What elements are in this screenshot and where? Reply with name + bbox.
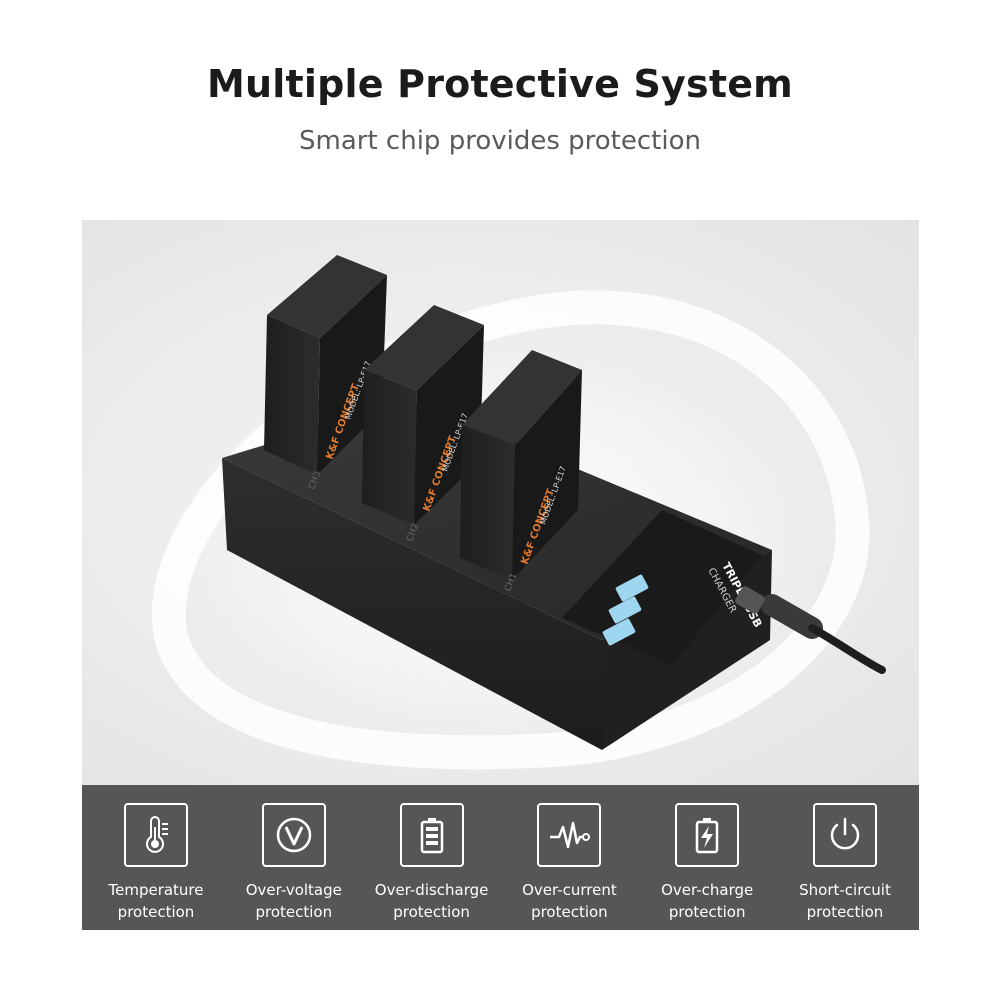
feature-over-charge: Over-charge protection — [639, 785, 775, 930]
feature-label: Over-discharge protection — [374, 881, 489, 921]
current-wave-icon — [537, 803, 602, 867]
thermometer-icon — [124, 803, 188, 867]
feature-short-circuit: Short-circuit protection — [777, 785, 913, 930]
product-photo: TRIPLE USB CHARGER K&F CONCEPT MODEL: LP… — [82, 220, 919, 785]
feature-temperature: Temperature protection — [88, 785, 224, 930]
protection-features-bar: Temperature protection Over-voltage prot… — [82, 785, 919, 930]
feature-label: Short-circuit protection — [799, 881, 891, 921]
voltage-v-icon — [261, 803, 326, 867]
charger-illustration: TRIPLE USB CHARGER K&F CONCEPT MODEL: LP… — [151, 255, 886, 770]
charger-side — [602, 550, 772, 750]
battery-3: K&F CONCEPT MODEL: LP-E17 — [460, 350, 582, 580]
feature-over-current: Over-current protection — [501, 785, 637, 930]
feature-label: Over-charge protection — [661, 881, 754, 921]
charger-label-panel — [562, 510, 762, 665]
feature-over-discharge: Over-discharge protection — [364, 785, 500, 930]
battery-icon — [399, 803, 464, 867]
usb-cable — [735, 586, 886, 674]
charger-front — [222, 458, 602, 750]
feature-label: Over-current protection — [522, 881, 617, 921]
power-icon — [812, 803, 877, 867]
feature-label: Temperature protection — [108, 881, 204, 921]
feature-over-voltage: Over-voltage protection — [226, 785, 362, 930]
page-title: Multiple Protective System — [207, 62, 793, 106]
feature-label: Over-voltage protection — [245, 881, 342, 921]
page-subtitle: Smart chip provides protection — [299, 126, 701, 156]
charging-bolt-icon — [675, 803, 740, 867]
lcd-display — [602, 574, 649, 646]
